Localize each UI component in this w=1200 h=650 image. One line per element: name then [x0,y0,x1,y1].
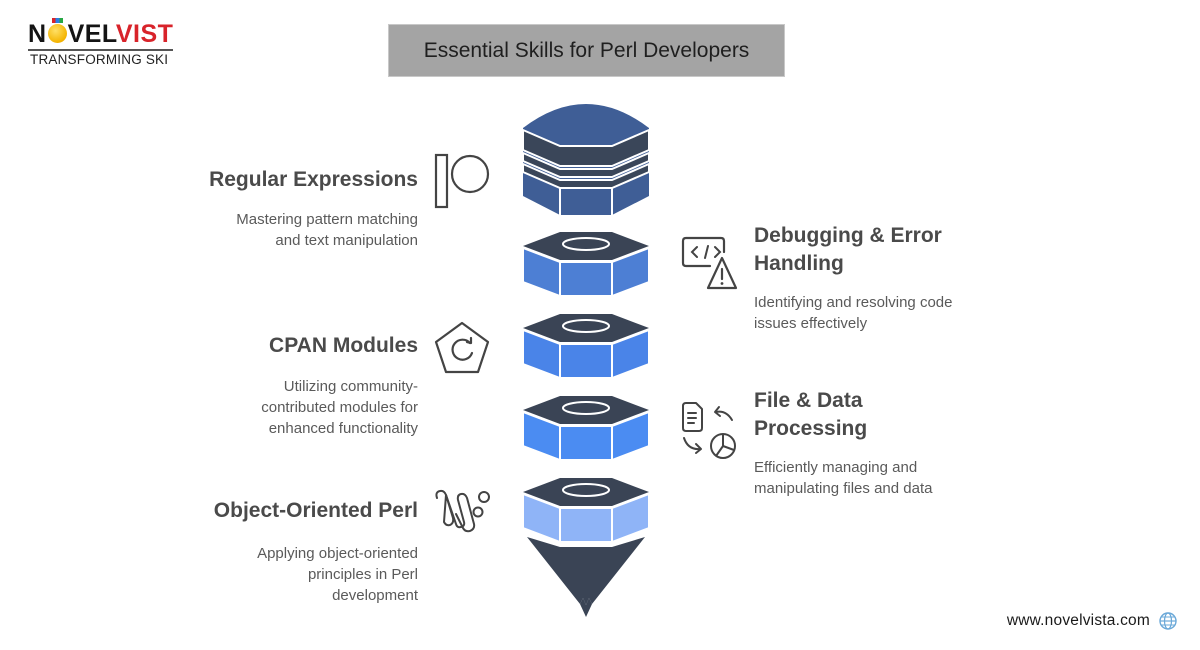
skill-title-cpan: CPAN Modules [269,334,418,357]
desc-line: Utilizing community- [283,378,418,395]
title-line: Handling [754,252,844,275]
nut-hole-ring [562,401,610,415]
desc-line: and text manipulation [275,232,418,249]
cylinder-band-3 [522,162,650,189]
desc-line: Mastering pattern matching [236,211,418,228]
skill-title-file-data: File & Data Processing [754,387,867,443]
nut-side-face [559,425,613,461]
desc-line: manipulating files and data [754,480,933,497]
nut-hole-ring [562,319,610,333]
website-footer: www.novelvista.com [1007,611,1178,631]
title-line: Debugging & Error [754,224,942,247]
skill-desc-regular-expressions: Mastering pattern matching and text mani… [236,209,418,251]
nut-side-face [611,329,650,379]
cylinder-band-2 [522,151,650,178]
desc-line: issues effectively [754,315,868,332]
nut-top-face [523,396,649,424]
pattern-bar-circle-icon [434,153,490,209]
cylinder-band-1 [522,128,650,167]
nut-top-face [523,232,649,260]
desc-line: principles in Perl [307,566,418,583]
desc-line: Identifying and resolving code [754,294,953,311]
nut-side-face [611,493,650,543]
nut-side-face [611,411,650,461]
logo-bulb-icon [47,18,67,43]
hex-nut-3 [522,396,650,461]
linked-objects-icon [435,489,490,533]
nut-hole-ring [562,483,610,497]
skill-title-oop: Object-Oriented Perl [213,499,418,522]
logo-letters-vel: VEL [67,20,116,48]
skill-title-debugging: Debugging & Error Handling [754,222,942,278]
top-cylinder [522,104,650,215]
website-url[interactable]: www.novelvista.com [1006,612,1150,629]
desc-line: Applying object-oriented [257,545,418,562]
skill-desc-file-data: Efficiently managing and manipulating fi… [754,457,932,499]
title-line: Processing [754,417,868,440]
pentagon-refresh-icon [434,321,490,374]
code-warning-icon [681,236,738,290]
desc-line: development [332,587,418,604]
hex-nut-4 [522,478,650,543]
nut-side-face [559,343,613,379]
desc-line: enhanced functionality [268,420,418,437]
file-chart-exchange-icon [682,402,736,459]
title-line: File & Data [754,389,863,412]
logo-divider [28,49,173,51]
nut-top-face [523,314,649,342]
logo-letters-vis: VIS [115,20,158,48]
hex-nut-1 [522,232,650,297]
diagram-title-box: Essential Skills for Perl Developers [388,24,785,77]
skill-desc-oop: Applying object-oriented principles in P… [257,543,418,606]
nut-side-face [611,247,650,297]
skill-desc-cpan: Utilizing community- contributed modules… [261,376,418,439]
globe-icon [1159,612,1177,630]
desc-line: contributed modules for [261,399,418,416]
logo-tagline: TRANSFORMING SKI [30,52,169,67]
stack-tip [527,537,645,617]
desc-line: Efficiently managing and [754,459,918,476]
nut-side-face [559,507,613,543]
nut-hole-ring [562,237,610,251]
logo-letter-t: T [157,20,173,48]
nut-side-face [559,261,613,297]
skill-desc-debugging: Identifying and resolving code issues ef… [754,292,952,334]
diagram-title: Essential Skills for Perl Developers [423,38,750,62]
novelvista-logo: N VELVIST TRANSFORMING SKI [28,18,173,68]
logo-wordmark: N VELVIST [28,18,173,49]
skill-title-regular-expressions: Regular Expressions [209,168,418,191]
nut-top-face [523,478,649,506]
hex-nut-2 [522,314,650,379]
logo-letter-n: N [28,20,47,48]
